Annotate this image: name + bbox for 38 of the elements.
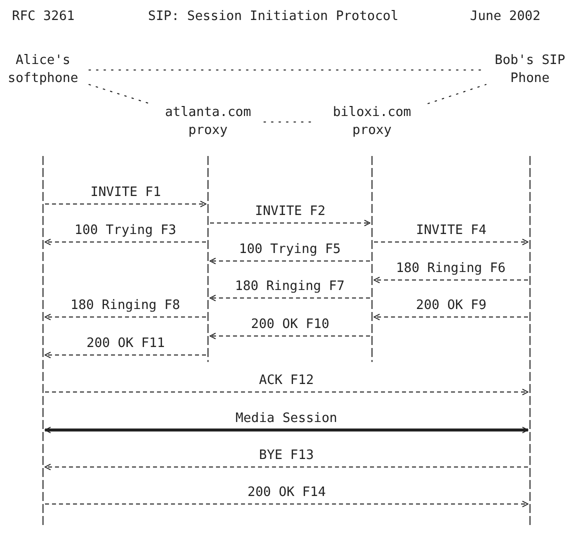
arrow	[210, 258, 370, 264]
message-label: 200 OK F10	[251, 316, 330, 334]
arrow	[44, 238, 206, 246]
message-label: 180 Ringing F8	[70, 297, 180, 315]
arrow	[44, 352, 206, 358]
arrow	[44, 464, 528, 470]
message-label: ACK F12	[259, 372, 314, 390]
header-text: RFC 3261	[12, 8, 75, 26]
participant-label: Alice's softphone	[6, 52, 80, 88]
message-label: INVITE F1	[90, 184, 161, 202]
message-label: INVITE F2	[255, 203, 326, 221]
arrow	[44, 388, 528, 396]
message-label: 100 Trying F3	[74, 222, 176, 240]
arrow	[44, 314, 206, 320]
message-label: INVITE F4	[416, 222, 486, 240]
message-label: 200 OK F9	[416, 297, 486, 315]
header-title: SIP: Session Initiation Protocol	[148, 8, 398, 26]
message-label: Media Session	[236, 410, 338, 428]
message-label: 200 OK F14	[248, 484, 326, 502]
participant-label: atlanta.com proxy	[164, 104, 252, 140]
arrow	[210, 294, 370, 302]
arrow	[44, 500, 528, 508]
arrow	[374, 314, 528, 320]
arrow	[210, 332, 370, 340]
arrow	[210, 220, 370, 226]
arrow	[374, 238, 528, 246]
dotted-line	[428, 84, 486, 104]
message-label: 200 OK F11	[86, 335, 165, 353]
message-label: 100 Trying F5	[239, 241, 341, 259]
header-text: June 2002	[470, 8, 540, 26]
arrow	[374, 276, 528, 284]
message-label: 180 Ringing F6	[396, 260, 506, 278]
message-label: 180 Ringing F7	[235, 278, 345, 296]
double-arrow	[44, 426, 528, 434]
arrow	[44, 200, 206, 208]
participant-label: biloxi.com proxy	[332, 104, 412, 140]
participant-label: Bob's SIP Phone	[494, 52, 566, 88]
message-label: BYE F13	[259, 447, 314, 465]
